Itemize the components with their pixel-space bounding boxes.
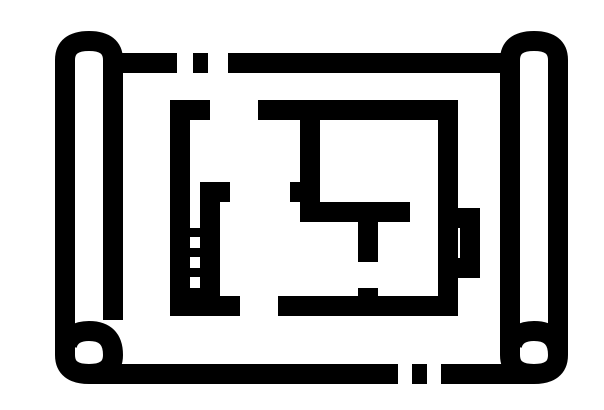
floor-plan <box>170 100 480 316</box>
right-scroll-roll <box>500 30 569 385</box>
plan-bay-window <box>448 208 480 278</box>
plan-stairs <box>181 228 200 297</box>
left-scroll-roll <box>55 30 124 385</box>
plan-stair-wall <box>200 182 230 306</box>
